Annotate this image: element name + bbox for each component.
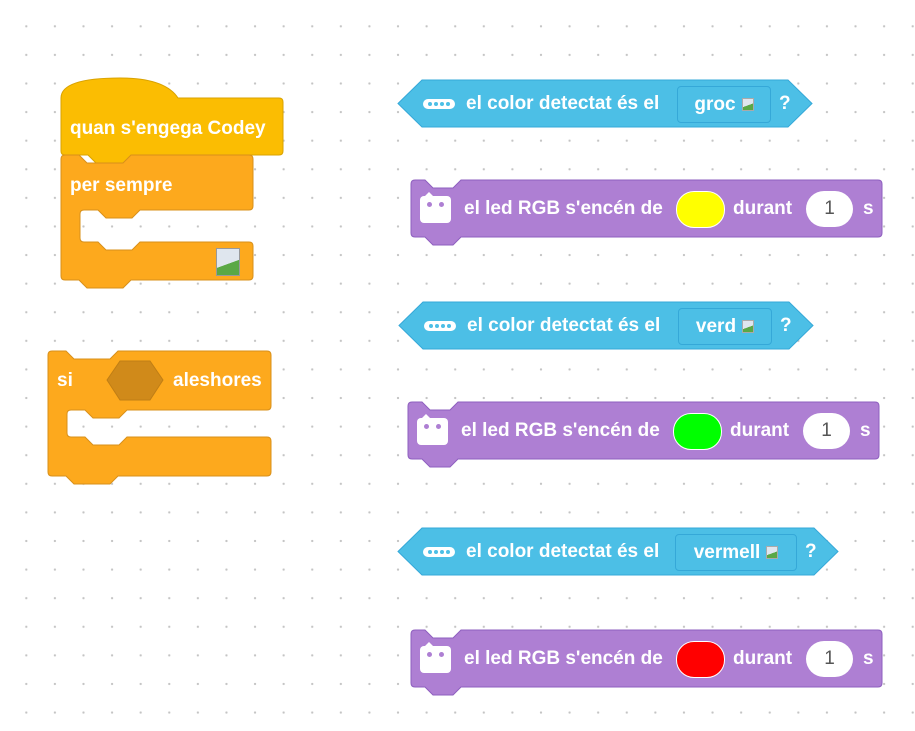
color-dropdown[interactable]: groc — [677, 86, 771, 123]
dropdown-arrow-icon — [742, 320, 755, 333]
seconds-input[interactable]: 1 — [803, 412, 850, 449]
forever-block[interactable] — [60, 154, 254, 289]
during-label: durant — [733, 197, 793, 219]
color-detected-label: el color detectat és el — [466, 540, 660, 562]
led-label: el led RGB s'encén de — [464, 197, 663, 219]
led-block[interactable] — [410, 629, 883, 696]
color-dropdown-value: groc — [694, 93, 736, 115]
during-label: durant — [733, 647, 793, 669]
color-picker[interactable] — [673, 412, 722, 450]
if-block[interactable] — [47, 350, 272, 485]
during-label: durant — [730, 419, 790, 441]
if-label: si — [57, 370, 73, 391]
question-mark: ? — [780, 314, 792, 336]
broken-image-icon — [216, 248, 240, 276]
dropdown-arrow-icon — [741, 98, 754, 111]
codey-robot-icon — [417, 413, 448, 445]
codey-robot-icon — [420, 641, 451, 673]
color-dropdown[interactable]: verd — [678, 308, 772, 345]
seconds-input[interactable]: 1 — [806, 190, 853, 227]
dropdown-arrow-icon — [766, 546, 779, 559]
then-label: aleshores — [173, 370, 262, 391]
seconds-unit: s — [863, 647, 874, 669]
sensor-icon — [423, 546, 455, 557]
sensor-icon — [423, 98, 455, 109]
color-dropdown[interactable]: vermell — [675, 534, 797, 571]
led-block[interactable] — [407, 401, 880, 468]
color-detected-label: el color detectat és el — [467, 314, 661, 336]
seconds-input[interactable]: 1 — [806, 640, 853, 677]
led-label: el led RGB s'encén de — [464, 647, 663, 669]
question-mark: ? — [805, 540, 817, 562]
hat-label: quan s'engega Codey — [70, 118, 266, 139]
color-picker[interactable] — [676, 190, 725, 228]
sensor-icon — [424, 320, 456, 331]
seconds-unit: s — [863, 197, 874, 219]
codey-robot-icon — [420, 191, 451, 223]
forever-label: per sempre — [70, 175, 173, 196]
led-block[interactable] — [410, 179, 883, 246]
led-label: el led RGB s'encén de — [461, 419, 660, 441]
condition-slot[interactable] — [106, 360, 164, 401]
color-detected-label: el color detectat és el — [466, 92, 660, 114]
question-mark: ? — [779, 92, 791, 114]
color-dropdown-value: vermell — [693, 541, 761, 563]
color-picker[interactable] — [676, 640, 725, 678]
seconds-unit: s — [860, 419, 871, 441]
color-dropdown-value: verd — [695, 315, 737, 337]
